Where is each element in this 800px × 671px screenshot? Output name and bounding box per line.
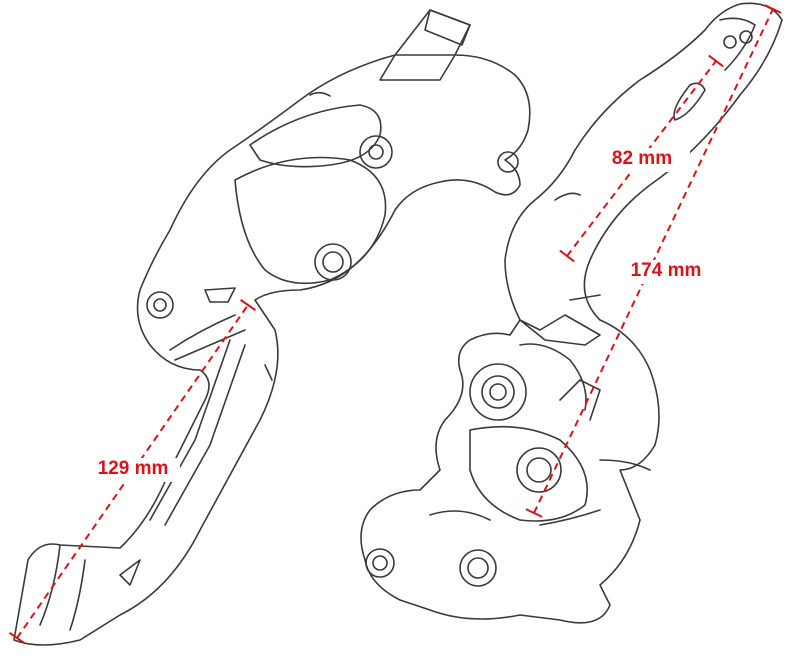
dimension-174mm-end-tick-a (525, 508, 543, 518)
dimension-82mm: 82 mm (559, 54, 724, 263)
dimension-129mm-end-tick-a (9, 632, 25, 644)
dimension-82mm-label: 82 mm (612, 148, 672, 169)
dimension-129mm-end-tick-b (240, 299, 256, 311)
dimension-174mm-label: 174 mm (631, 260, 702, 281)
dimension-layer: 129 mm 82 mm 174 mm (9, 4, 782, 644)
right-lever-drawing (360, 2, 783, 624)
dimension-174mm: 174 mm (525, 4, 782, 518)
dimension-129mm-label-bg (84, 458, 180, 482)
dimension-174mm-label-bg (608, 260, 724, 284)
dimension-129mm-line (16, 304, 249, 639)
dimension-129mm-label: 129 mm (98, 458, 169, 479)
dimension-82mm-end-tick-b (708, 54, 724, 68)
dimension-174mm-end-tick-b (764, 4, 782, 14)
dimension-82mm-label-bg (596, 148, 690, 172)
left-lever-drawing (13, 9, 531, 646)
dimension-129mm: 129 mm (9, 299, 256, 644)
dimension-82mm-end-tick-a (559, 249, 575, 263)
